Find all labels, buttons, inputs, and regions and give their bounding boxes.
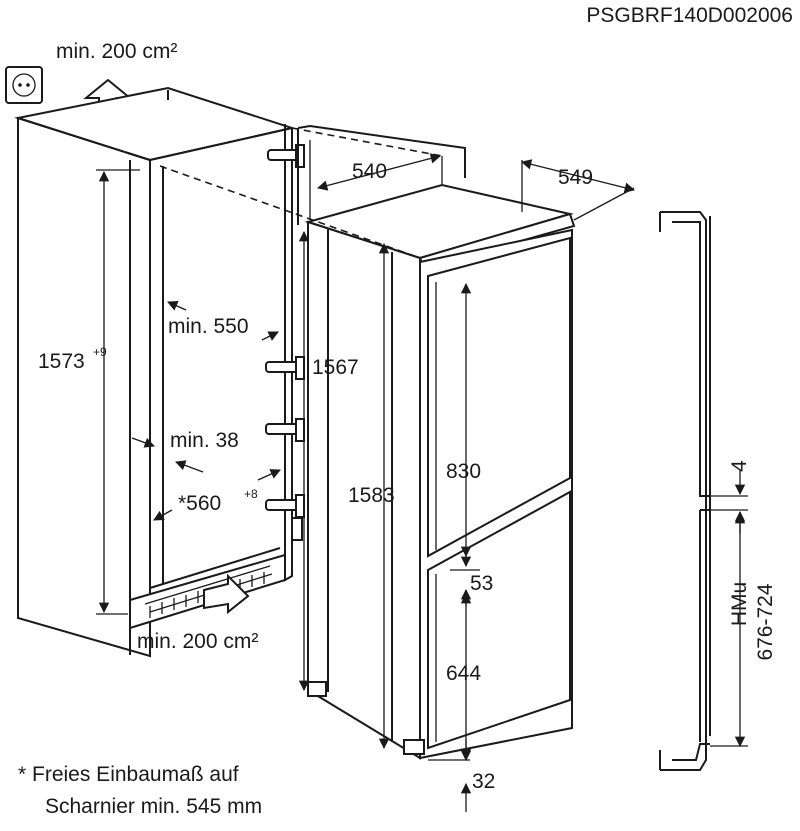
lower-door-value: 644 bbox=[446, 662, 481, 685]
niche-width-tolerance: +8 bbox=[244, 487, 258, 501]
side-range-label: HMu bbox=[728, 582, 751, 626]
appliance-body bbox=[297, 124, 576, 760]
diagram-code: PSGBRF140D002006 bbox=[586, 4, 793, 27]
door-gap-value: 53 bbox=[470, 572, 493, 595]
footnote-line-1: * Freies Einbaumaß auf bbox=[18, 763, 239, 786]
door-height-value: 1567 bbox=[312, 356, 359, 379]
niche-depth-min: min. 550 bbox=[168, 315, 249, 338]
footnote-line-2: Scharnier min. 545 mm bbox=[45, 795, 262, 818]
niche-height-tolerance: +9 bbox=[93, 345, 107, 359]
side-range-value: 676-724 bbox=[754, 583, 777, 660]
niche-cabinet bbox=[14, 86, 305, 658]
depth-door-value: 540 bbox=[352, 160, 387, 183]
niche-gap-min: min. 38 bbox=[170, 429, 239, 452]
ventilation-top-label: min. 200 cm² bbox=[56, 40, 177, 63]
side-section bbox=[659, 211, 711, 771]
upper-door-value: 830 bbox=[446, 460, 481, 483]
bottom-value: 32 bbox=[472, 770, 495, 793]
niche-width-value: *560 bbox=[178, 492, 221, 515]
height-total-value: 1583 bbox=[348, 484, 395, 507]
hinge-top bbox=[267, 144, 305, 168]
side-gap-value: 4 bbox=[728, 460, 751, 472]
socket-icon bbox=[5, 66, 43, 104]
niche-height-value: 1573 bbox=[38, 350, 85, 373]
arrow-right-icon bbox=[203, 573, 250, 615]
ventilation-bottom-label: min. 200 cm² bbox=[137, 630, 258, 653]
depth-total-value: 549 bbox=[558, 166, 593, 189]
